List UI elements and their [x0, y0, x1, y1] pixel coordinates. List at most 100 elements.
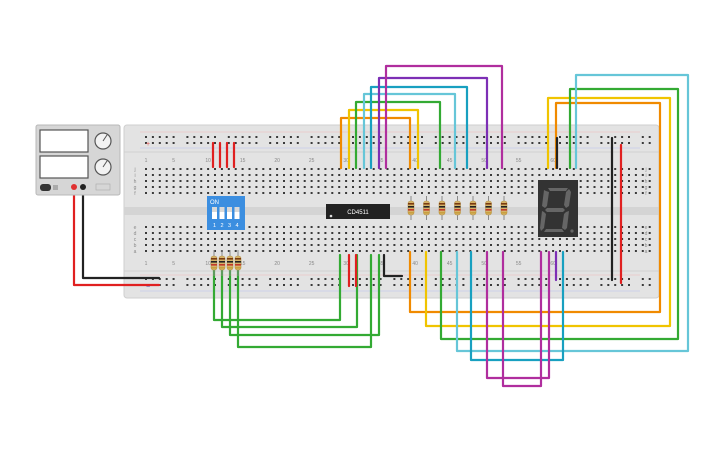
wire-orange-top[interactable] — [339, 116, 412, 170]
hole — [358, 180, 361, 182]
hole — [262, 232, 265, 234]
rail-hole — [365, 284, 368, 286]
wire-yellow-seg[interactable] — [424, 96, 672, 328]
hole — [628, 250, 630, 252]
resistor-segment[interactable] — [454, 196, 461, 220]
resistor-segment[interactable] — [500, 196, 508, 220]
wire-magenta-top[interactable] — [384, 64, 504, 170]
hole — [386, 186, 389, 188]
hole — [255, 180, 258, 182]
hole — [165, 168, 168, 170]
resistor-segment[interactable] — [438, 196, 446, 220]
hole — [234, 180, 237, 182]
positive-terminal[interactable] — [71, 184, 77, 190]
wire-orange-seg[interactable] — [408, 101, 662, 314]
hole — [427, 174, 430, 176]
column-number: 25 — [309, 261, 315, 267]
rail-hole — [393, 284, 396, 286]
power-supply[interactable] — [35, 124, 121, 196]
hole — [276, 232, 279, 234]
rail-hole — [241, 142, 244, 144]
hole — [241, 180, 244, 182]
resistor-segment[interactable] — [407, 196, 415, 220]
row-letter: h — [645, 179, 648, 185]
hole — [593, 250, 596, 252]
column-number: 50 — [481, 261, 487, 267]
hole — [248, 180, 251, 182]
ic-pin1-dot — [329, 214, 333, 218]
wire-cyan-seg[interactable] — [455, 73, 690, 353]
wire-magenta-seg-2[interactable] — [501, 250, 543, 388]
wire-power-positive[interactable] — [72, 186, 161, 287]
power-switch[interactable] — [40, 184, 51, 191]
wire-green-2[interactable] — [220, 253, 359, 329]
wire-green-top[interactable] — [354, 100, 442, 170]
dip-toggle[interactable] — [234, 207, 240, 219]
wire-ic-gnd[interactable] — [382, 253, 404, 278]
rail-hole — [503, 136, 506, 138]
hole — [407, 232, 410, 234]
hole — [303, 186, 306, 188]
wire-green-1[interactable] — [212, 253, 342, 322]
dip-toggle[interactable] — [227, 207, 232, 219]
rail-hole — [545, 136, 548, 138]
wire-purple-top[interactable] — [377, 76, 489, 170]
hole — [565, 168, 568, 170]
resistor-pulldown[interactable] — [226, 250, 234, 276]
negative-terminal[interactable] — [80, 184, 86, 190]
hole — [365, 168, 368, 170]
rail-hole — [476, 284, 479, 286]
hole — [545, 250, 548, 252]
hole — [455, 168, 458, 170]
wire-teal-top[interactable] — [369, 85, 469, 170]
ic-chip[interactable]: CD4511 — [326, 204, 390, 219]
hole — [531, 250, 534, 252]
resistor-pulldown[interactable] — [210, 250, 218, 276]
dip-toggle[interactable] — [212, 207, 217, 219]
dip-on-label: ON — [210, 200, 219, 206]
hole — [641, 250, 644, 252]
rail-hole — [379, 278, 382, 280]
rail-hole — [200, 142, 203, 144]
hole — [158, 250, 161, 252]
hole — [379, 244, 382, 246]
resistor-segment[interactable] — [485, 196, 492, 220]
hole — [214, 186, 216, 188]
rail-hole — [331, 284, 334, 286]
hole — [248, 250, 251, 252]
hole — [296, 226, 299, 228]
hole — [269, 174, 272, 176]
hole — [234, 192, 237, 194]
wire-power-negative[interactable] — [81, 186, 161, 280]
seven-segment-display[interactable]: 8 — [0, 0, 578, 237]
hole — [600, 180, 603, 182]
dip-toggle[interactable] — [219, 207, 225, 219]
rail-hole — [248, 278, 251, 280]
rail-hole — [559, 278, 561, 280]
resistor-segment[interactable] — [423, 196, 430, 220]
wire-teal-seg[interactable] — [469, 250, 565, 362]
rail-hole — [600, 278, 603, 280]
wire-magenta-seg[interactable] — [485, 250, 551, 380]
resistor-pulldown[interactable] — [218, 250, 226, 276]
resistor-pulldown[interactable] — [234, 250, 242, 276]
hole — [476, 174, 479, 176]
hole — [586, 168, 589, 170]
hole — [289, 186, 292, 188]
wire-yellow-top[interactable] — [347, 108, 420, 170]
hole — [165, 232, 168, 234]
hole — [310, 238, 313, 240]
hole — [262, 226, 265, 228]
hole — [462, 192, 465, 194]
hole — [510, 244, 513, 246]
wire-green-3[interactable] — [228, 253, 381, 337]
rail-hole — [490, 278, 492, 280]
hole — [158, 168, 161, 170]
wire-green-4[interactable] — [236, 253, 373, 349]
hole — [434, 180, 437, 182]
wire-cyan-top[interactable] — [362, 92, 457, 170]
hole — [165, 174, 168, 176]
resistor-segment[interactable] — [469, 196, 477, 220]
wire-green-seg[interactable] — [439, 87, 680, 341]
